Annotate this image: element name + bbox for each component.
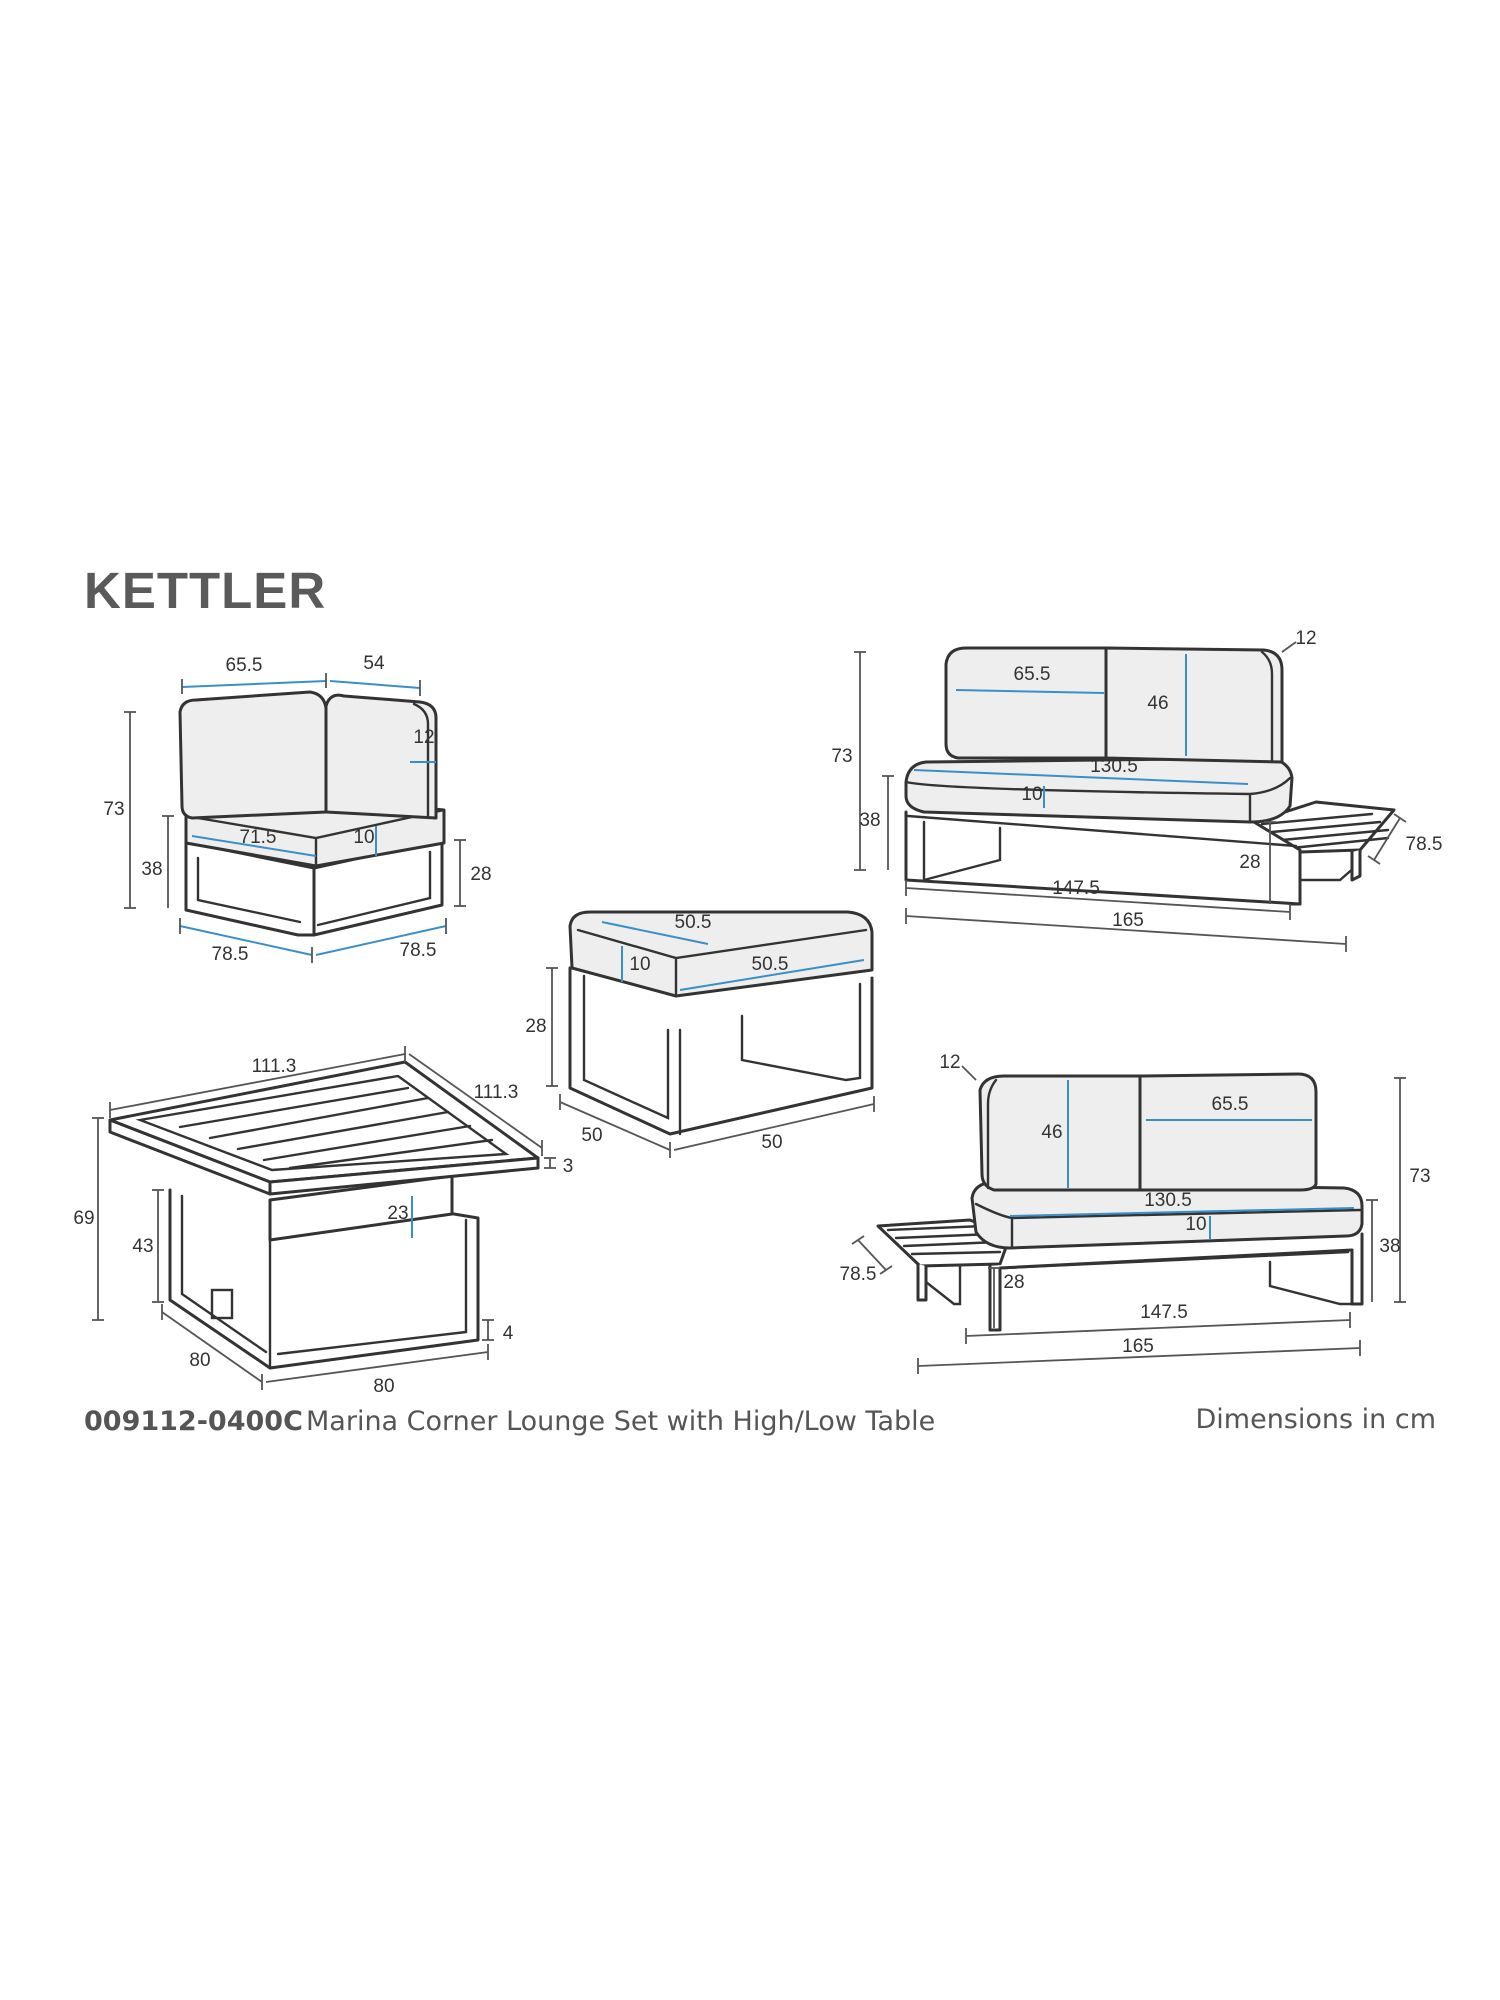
table-dim-high-height: 69: [73, 1208, 94, 1229]
sofa1-dim-back-width: 65.5: [1014, 664, 1051, 685]
kettler-logo: KETTLER: [84, 562, 326, 619]
table-dim-lift: 23: [387, 1203, 408, 1224]
stool-dim-cushion-depth: 50.5: [675, 912, 712, 933]
sofa2-dim-back-thickness: 12: [939, 1052, 960, 1073]
units-note: Dimensions in cm: [1195, 1404, 1436, 1435]
table-dim-base-depth: 80: [189, 1350, 210, 1371]
stool-dim-cushion-thickness: 10: [629, 954, 650, 975]
chair-dim-cushion: 10: [353, 827, 374, 848]
sofa1-dim-shelf-height: 28: [1239, 852, 1260, 873]
sofa1-dim-length: 165: [1112, 910, 1144, 931]
chair-dim-back-right: 54: [363, 653, 385, 674]
sofa2-dim-height: 73: [1409, 1166, 1430, 1187]
chair-dim-width-right: 78.5: [400, 940, 437, 961]
table-dim-top-width: 111.3: [252, 1056, 297, 1077]
sofa1-dim-inner-length: 147.5: [1052, 878, 1100, 899]
chair-frame-left: [184, 840, 316, 937]
chair-dim-height: 73: [103, 799, 124, 820]
sofa2-dim-back-width: 65.5: [1212, 1094, 1249, 1115]
chair-dim-arm-height: 28: [470, 864, 491, 885]
sofa1-dim-height: 73: [831, 746, 852, 767]
sofa-right-table: 73 38 12 65.5 46 130.5 10 28 78.5 147.5 …: [831, 628, 1442, 952]
table-dim-low-height: 43: [132, 1236, 153, 1257]
sofa2-dim-depth: 78.5: [840, 1264, 877, 1285]
sofa2-dim-cushion: 10: [1185, 1214, 1206, 1235]
stool-dim-width: 50: [761, 1132, 782, 1153]
sofa1-dim-seat-height: 38: [859, 810, 880, 831]
sofa1-dim-depth: 78.5: [1406, 834, 1443, 855]
sofa1-dim-back-thickness: 12: [1295, 628, 1316, 649]
table-dim-foot: 4: [503, 1323, 514, 1344]
stool-dim-frame-height: 28: [525, 1016, 546, 1037]
sofa2-back-cushion-right: [1138, 1072, 1318, 1192]
stool-dim-cushion-width: 50.5: [752, 954, 789, 975]
sofa1-dim-back-height: 46: [1147, 693, 1168, 714]
table-slats: [178, 1086, 494, 1170]
table-dim-top-thickness: 3: [563, 1156, 574, 1177]
sofa1-frame: [904, 810, 1302, 906]
table-dim-base-width: 80: [373, 1376, 394, 1397]
sofa2-dim-back-height: 46: [1041, 1122, 1062, 1143]
corner-chair: 65.5 54 73 38 71.5 10 12 28 78.5 78.5: [103, 653, 491, 965]
product-code: 009112-0400C: [84, 1406, 303, 1437]
chair-dim-seat-height: 38: [141, 859, 162, 880]
sofa2-dim-shelf-height: 28: [1003, 1272, 1024, 1293]
table-dim-top-depth: 111.3: [474, 1082, 519, 1103]
stool-frame: [568, 966, 874, 1136]
chair-dim-back-left: 65.5: [226, 655, 263, 676]
sofa-left-table: 12 46 65.5 130.5 10 73 38 28 78.5 147.5 …: [840, 1052, 1431, 1374]
sofa2-dim-inner-length: 147.5: [1140, 1302, 1188, 1323]
chair-back-cushion-right: [324, 693, 438, 820]
sofa2-dim-seat-width: 130.5: [1144, 1190, 1192, 1211]
sofa2-dim-length: 165: [1122, 1336, 1154, 1357]
footstool: 50.5 50.5 10 28 50 50: [525, 910, 875, 1158]
table-base: [168, 1188, 480, 1370]
chair-dim-width-left: 78.5: [212, 944, 249, 965]
product-name: Marina Corner Lounge Set with High/Low T…: [306, 1406, 935, 1437]
high-low-table: 111.3 111.3 3 69 43 23 4 80 80: [73, 1046, 573, 1397]
stool-dim-depth: 50: [581, 1125, 602, 1146]
stool-cushion: [568, 910, 874, 998]
sofa2-dim-seat-height: 38: [1379, 1236, 1400, 1257]
table-crank: [210, 1288, 234, 1320]
sofa1-dim-seat-width: 130.5: [1090, 756, 1138, 777]
sofa1-dim-cushion: 10: [1021, 784, 1042, 805]
chair-dim-seat-depth: 71.5: [240, 827, 277, 848]
chair-back-cushion-left: [178, 690, 328, 820]
sofa1-back-cushion-right: [1104, 646, 1284, 764]
chair-dim-back-cushion: 12: [413, 727, 434, 748]
